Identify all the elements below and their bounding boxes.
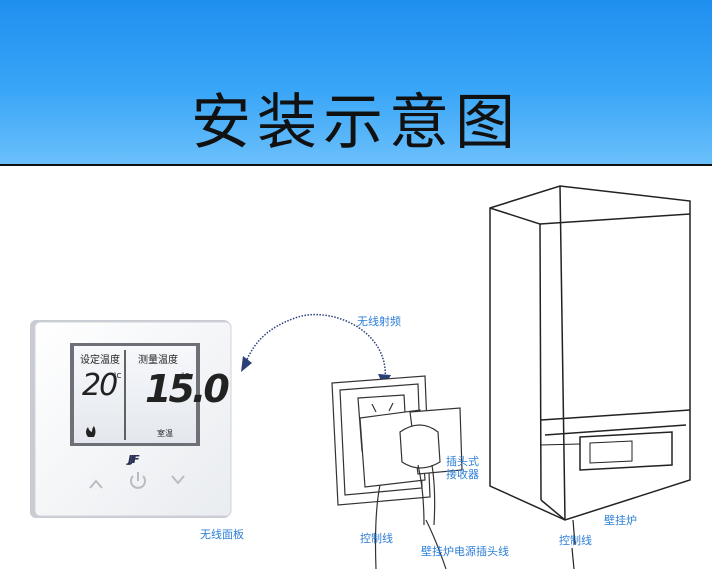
control-cable-left [374, 484, 381, 569]
measured-temp-unit: °C [181, 372, 190, 380]
brand-logo: JJF [128, 453, 140, 466]
measured-temp-label: 测量温度 [138, 355, 178, 366]
control-line-left-label: 控制线 [360, 532, 393, 545]
measured-temp-value: 15.0 [145, 367, 230, 411]
plug-receiver-label-2: 接收器 [446, 468, 479, 481]
set-temp-label: 设定温度 [80, 355, 120, 366]
down-arrow-icon[interactable] [171, 475, 185, 485]
thermostat-panel [30, 320, 232, 518]
set-temp-unit: °C [113, 372, 122, 380]
wireless-rf-label: 无线射频 [357, 315, 401, 328]
control-line-right-label: 控制线 [559, 534, 592, 547]
power-icon[interactable] [130, 472, 146, 489]
plug-receiver-label-1: 插头式 [446, 455, 479, 468]
plug-receiver [359, 407, 463, 569]
banner-divider [0, 164, 712, 166]
control-cable-right [572, 519, 576, 546]
wireless-rf-arrow [245, 313, 386, 381]
flame-icon [86, 426, 96, 437]
wall-boiler [489, 185, 691, 569]
boiler-power-cable-label: 壁挂炉电源插头线 [421, 545, 509, 558]
arrow-head-panel [241, 356, 252, 372]
wall-boiler-label: 壁挂炉 [604, 514, 637, 527]
page-title: 安装示意图 [191, 88, 521, 158]
wireless-panel-label: 无线面板 [200, 528, 244, 541]
set-temp-value: 20 [82, 368, 118, 403]
room-temp-label: 室温 [157, 429, 173, 438]
boiler-power-cable [425, 519, 447, 569]
up-arrow-icon[interactable] [89, 479, 103, 489]
title-banner [0, 0, 712, 166]
